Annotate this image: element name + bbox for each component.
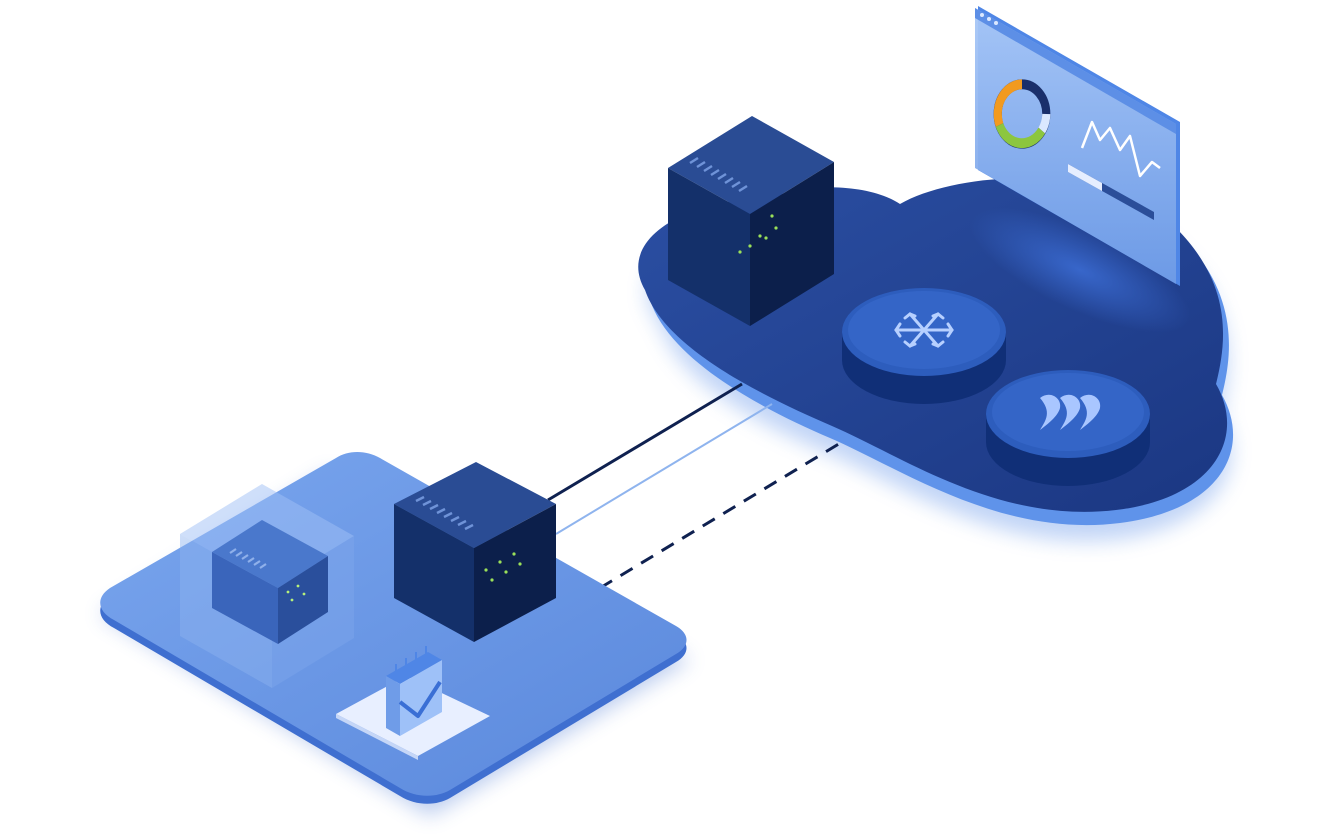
connector-solid-dark <box>547 382 743 502</box>
cube-top <box>394 462 556 548</box>
dashboard-glow <box>969 207 1191 333</box>
dashboard-screen <box>975 8 1176 284</box>
scheduler-tile <box>336 646 490 760</box>
snowflake-disc <box>842 288 1006 404</box>
monitoring-dashboard <box>975 6 1180 286</box>
stream-waves-icon <box>1040 394 1101 430</box>
stream-disc <box>986 370 1150 486</box>
progress-bar-icon <box>1068 164 1154 220</box>
snowflake-icon <box>894 312 954 348</box>
cube-left <box>394 504 474 642</box>
connectors <box>547 382 843 590</box>
ghost-leds <box>286 584 306 602</box>
dashboard-titlebar <box>975 8 1176 134</box>
cube-status-leds <box>484 552 522 582</box>
cube-status-leds <box>738 214 778 254</box>
cube-vents <box>415 495 474 531</box>
on-prem-server-cube <box>394 462 556 642</box>
window-dots <box>980 13 998 25</box>
cube-right <box>750 162 834 326</box>
tile-edge <box>336 714 418 760</box>
cube-top <box>668 116 834 214</box>
ghost-server-cube <box>180 484 354 688</box>
cube-vents <box>689 156 748 193</box>
ghost-inner-top <box>212 520 328 588</box>
line-chart-icon <box>1080 120 1161 178</box>
cube-left <box>668 168 750 326</box>
cube-right <box>474 504 556 642</box>
cloud-server-cube <box>668 116 834 326</box>
connector-dashed <box>599 440 843 590</box>
connector-solid-light <box>555 403 773 535</box>
ghost-inner-right <box>278 556 328 644</box>
ghost-inner-left <box>212 552 278 644</box>
calendar-check-icon <box>386 646 442 736</box>
ghost-vents <box>229 548 267 569</box>
donut-chart-icon <box>993 79 1051 149</box>
